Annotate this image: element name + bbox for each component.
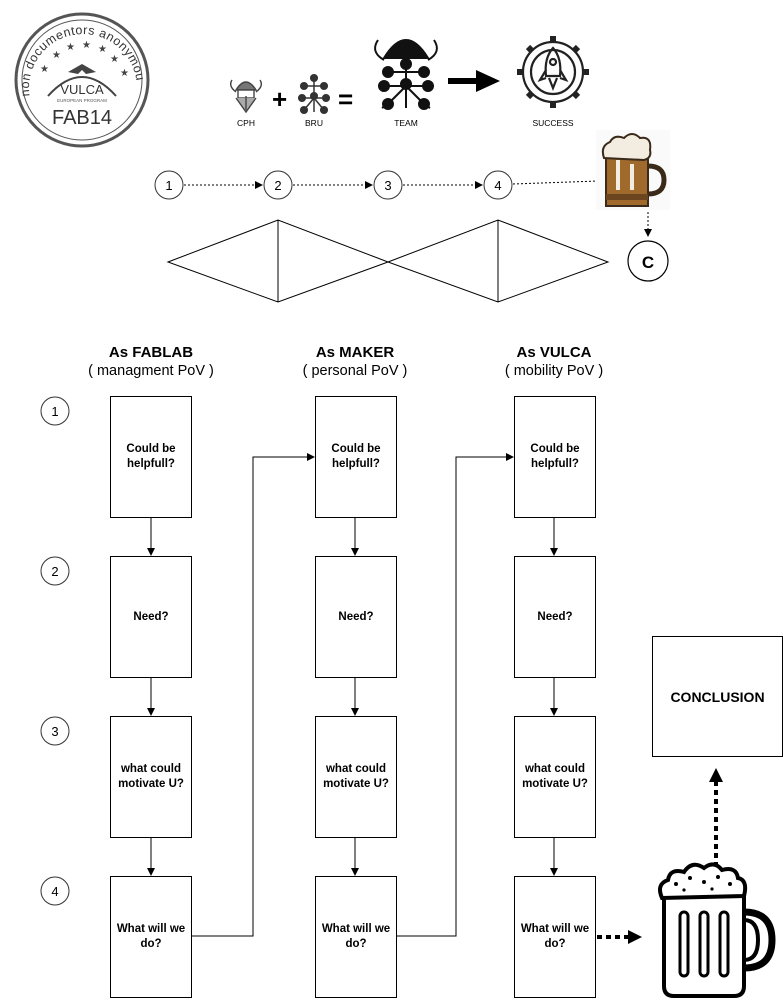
fablab-box-motivate-text: what could motivate U? (118, 763, 184, 790)
maker-box-motivate-text: what could motivate U? (323, 763, 389, 790)
conclusion-text: CONCLUSION (670, 688, 765, 705)
row-number-3: 3 (51, 724, 58, 739)
vulca-box-need: Need? (514, 556, 596, 678)
maker-box-do-text: What will we do? (321, 923, 391, 950)
dotted-arrows-conclusion (597, 768, 723, 944)
column-subtitle-maker: ( personal PoV ) (302, 363, 408, 379)
column-subtitle-fablab: ( managment PoV ) (88, 363, 214, 379)
row-number-2: 2 (51, 564, 58, 579)
maker-box-need-text: Need? (338, 610, 374, 623)
svg-text:★: ★ (120, 68, 129, 79)
column-title-vulca: As VULCA (516, 344, 592, 361)
vulca-box-do: What will we do? (514, 876, 596, 998)
bru-atomium-icon (297, 73, 331, 115)
row-number-circles (40, 396, 70, 906)
timeline-step-4: 4 (494, 178, 501, 193)
timeline-step-3: 3 (384, 178, 391, 193)
svg-text:★: ★ (110, 54, 119, 65)
vulca-box-do-text: What will we do? (520, 923, 590, 950)
maker-box-need: Need? (315, 556, 397, 678)
timeline (154, 170, 669, 282)
beer-mug-outline-icon (658, 862, 776, 998)
beer-mug-color-icon (596, 130, 670, 210)
timeline-step-2: 2 (274, 178, 281, 193)
team-viking-atomium-icon (374, 39, 438, 110)
logo-brand: VULCA (60, 82, 104, 97)
row-number-4: 4 (51, 884, 58, 899)
svg-text:★: ★ (52, 50, 61, 61)
fablab-box-need-text: Need? (133, 610, 169, 623)
big-right-arrow (448, 70, 500, 92)
svg-text:★: ★ (98, 44, 107, 55)
maker-box-do: What will we do? (315, 876, 397, 998)
vulca-box-need-text: Need? (537, 610, 573, 623)
vulca-box-motivate-text: what could motivate U? (522, 763, 588, 790)
label-success: SUCCESS (532, 118, 573, 128)
row-number-1: 1 (51, 404, 58, 419)
vulca-box-motivate: what could motivate U? (514, 716, 596, 838)
column-subtitle-vulca: ( mobility PoV ) (504, 363, 604, 379)
column-title-maker: As MAKER (315, 344, 395, 361)
fablab-box-helpful: Could be helpfull? (110, 396, 192, 518)
logo-fab14: FAB14 (52, 107, 112, 129)
label-team: TEAM (394, 118, 418, 128)
column-arrows (147, 453, 558, 937)
success-gear-rocket-icon (517, 36, 589, 108)
svg-text:★: ★ (40, 64, 49, 75)
conclusion-box: CONCLUSION (652, 636, 783, 757)
fablab-box-do: What will we do? (110, 876, 192, 998)
column-title-fablab: As FABLAB (108, 344, 194, 361)
label-cph: CPH (237, 118, 255, 128)
timeline-step-1: 1 (165, 178, 172, 193)
svg-text:★: ★ (66, 42, 75, 53)
equals-sign: = (338, 84, 353, 114)
timeline-end-c: C (642, 253, 654, 272)
label-bru: BRU (305, 118, 323, 128)
fablab-box-do-text: What will we do? (116, 923, 186, 950)
fablab-box-need: Need? (110, 556, 192, 678)
vulca-box-helpful: Could be helpfull? (514, 396, 596, 518)
vulca-box-helpful-text: Could be helpfull? (530, 443, 580, 470)
cph-viking-icon (229, 79, 263, 114)
plus-sign: + (272, 84, 287, 114)
fab14-logo: non documentors anonymous ★ ★ ★ ★ ★ ★ ★ … (0, 0, 150, 148)
fablab-box-helpful-text: Could be helpfull? (126, 443, 176, 470)
maker-box-motivate: what could motivate U? (315, 716, 397, 838)
maker-box-helpful: Could be helpfull? (315, 396, 397, 518)
logo-brand-sub: EUROPEAN PROGRAM (57, 98, 107, 103)
maker-box-helpful-text: Could be helpfull? (331, 443, 381, 470)
fablab-box-motivate: what could motivate U? (110, 716, 192, 838)
double-diamond-shape (166, 219, 610, 303)
svg-text:★: ★ (82, 40, 91, 51)
